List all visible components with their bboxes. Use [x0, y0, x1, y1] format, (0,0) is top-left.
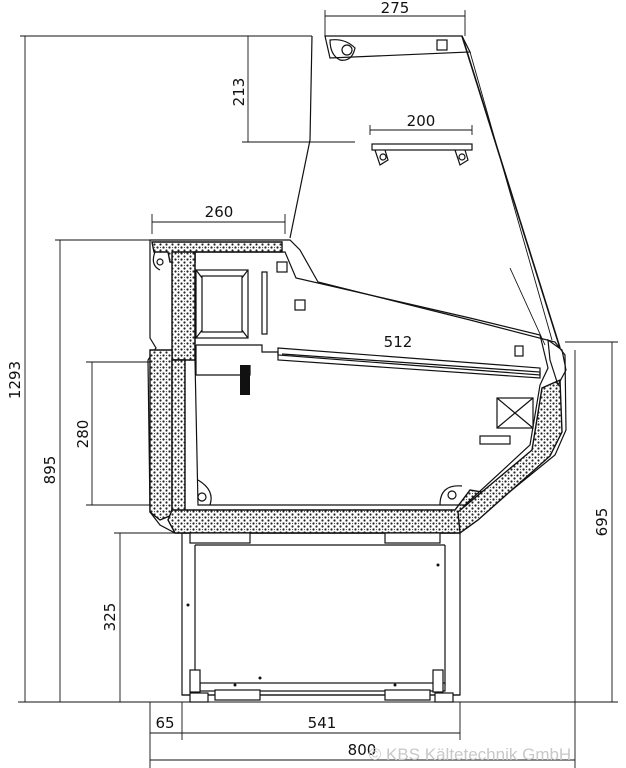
dim-total-depth: 800 — [348, 741, 377, 759]
counter-cross-section — [147, 239, 567, 535]
dim-display-height: 280 — [74, 420, 92, 449]
dim-top-width: 275 — [381, 0, 410, 17]
dim-top-height: 213 — [230, 78, 248, 107]
insulation-floor — [167, 489, 484, 534]
dim-base-height: 325 — [101, 603, 119, 632]
dim-front-height: 695 — [593, 508, 611, 537]
dimension-lines — [18, 10, 618, 768]
dim-left-offset: 65 — [155, 714, 174, 732]
base-cabinet — [181, 532, 461, 703]
dimension-labels: 275 213 200 260 512 1293 895 280 695 325… — [6, 0, 611, 759]
dim-work-surface-width: 260 — [205, 203, 234, 221]
dim-base-width: 541 — [308, 714, 337, 732]
dim-interior-width: 512 — [384, 333, 413, 351]
glass-superstructure — [289, 35, 567, 387]
dim-cabinet-height: 895 — [41, 456, 59, 485]
insulation-front — [457, 378, 563, 535]
dim-shelf-width: 200 — [407, 112, 436, 130]
insulation-back-upper — [171, 251, 196, 361]
dim-total-height: 1293 — [6, 361, 24, 399]
insulation-back-lower — [149, 349, 173, 521]
insulation-back-inner — [171, 359, 186, 513]
copyright-watermark: © KBS Kältetechnik GmbH — [369, 745, 571, 764]
